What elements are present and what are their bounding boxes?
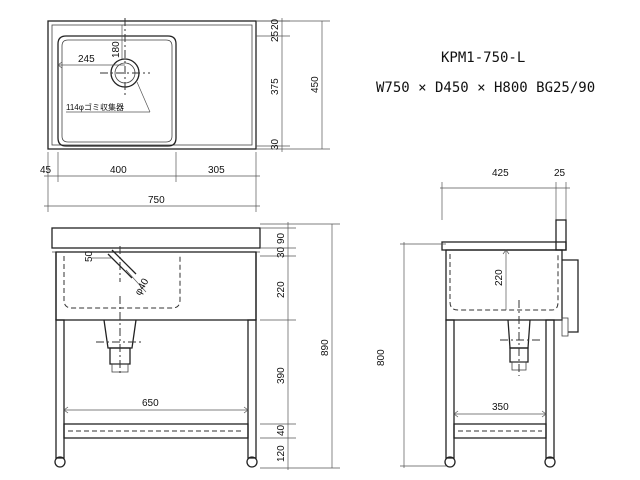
plan-dim-750: 750 <box>148 195 165 206</box>
front-dim-40: 40 <box>276 424 287 436</box>
plan-view: 245 180 114φゴミ収集器 20 25 375 30 450 45 40… <box>40 18 330 212</box>
front-dim-50: 50 <box>84 250 95 262</box>
side-backsplash <box>555 219 567 251</box>
plan-trap-label: 114φゴミ収集器 <box>66 102 124 112</box>
spec-line: W750 × D450 × H800 BG25/90 <box>376 80 595 96</box>
front-deck <box>51 227 261 249</box>
plan-dim-245: 245 <box>78 54 95 65</box>
side-undershelf <box>453 423 547 439</box>
front-apron <box>55 251 257 321</box>
side-dim-25: 25 <box>554 168 566 179</box>
side-body <box>445 249 563 321</box>
front-dim-650: 650 <box>142 398 159 409</box>
front-dim-390: 390 <box>276 367 287 384</box>
front-undershelf <box>63 423 249 439</box>
side-dim-800: 800 <box>376 349 387 366</box>
plan-dim-45: 45 <box>40 165 52 176</box>
plan-outline <box>47 20 257 150</box>
front-dim-890: 890 <box>320 339 331 356</box>
plan-dim-25: 25 <box>270 30 281 42</box>
side-leg-front <box>445 319 455 459</box>
front-dim-30: 30 <box>276 246 287 258</box>
front-dim-phi40: φ40 <box>133 276 152 297</box>
front-leg-left <box>55 319 65 459</box>
plan-dim-400: 400 <box>110 165 127 176</box>
plan-dim-20: 20 <box>270 18 281 30</box>
side-dim-425: 425 <box>492 168 509 179</box>
plan-dim-450: 450 <box>310 76 321 93</box>
side-dim-220: 220 <box>494 269 505 286</box>
plan-dim-180: 180 <box>111 41 122 58</box>
plan-dim-375: 375 <box>270 78 281 95</box>
plan-basin <box>57 35 177 147</box>
side-leg-back <box>545 319 555 459</box>
front-dim-120: 120 <box>276 445 287 462</box>
side-dim-350: 350 <box>492 402 509 413</box>
plan-dim-30: 30 <box>270 138 281 150</box>
side-view: 425 25 220 350 <box>376 168 579 468</box>
front-dim-220: 220 <box>276 281 287 298</box>
side-deck <box>441 241 567 251</box>
front-dim-90: 90 <box>276 232 287 244</box>
front-leg-right <box>247 319 257 459</box>
model-number: KPM1-750-L <box>441 50 525 66</box>
front-view: 50 φ40 650 30 90 220 390 40 120 890 <box>51 222 340 470</box>
plan-dim-305: 305 <box>208 165 225 176</box>
front-basin-hidden <box>63 256 181 309</box>
